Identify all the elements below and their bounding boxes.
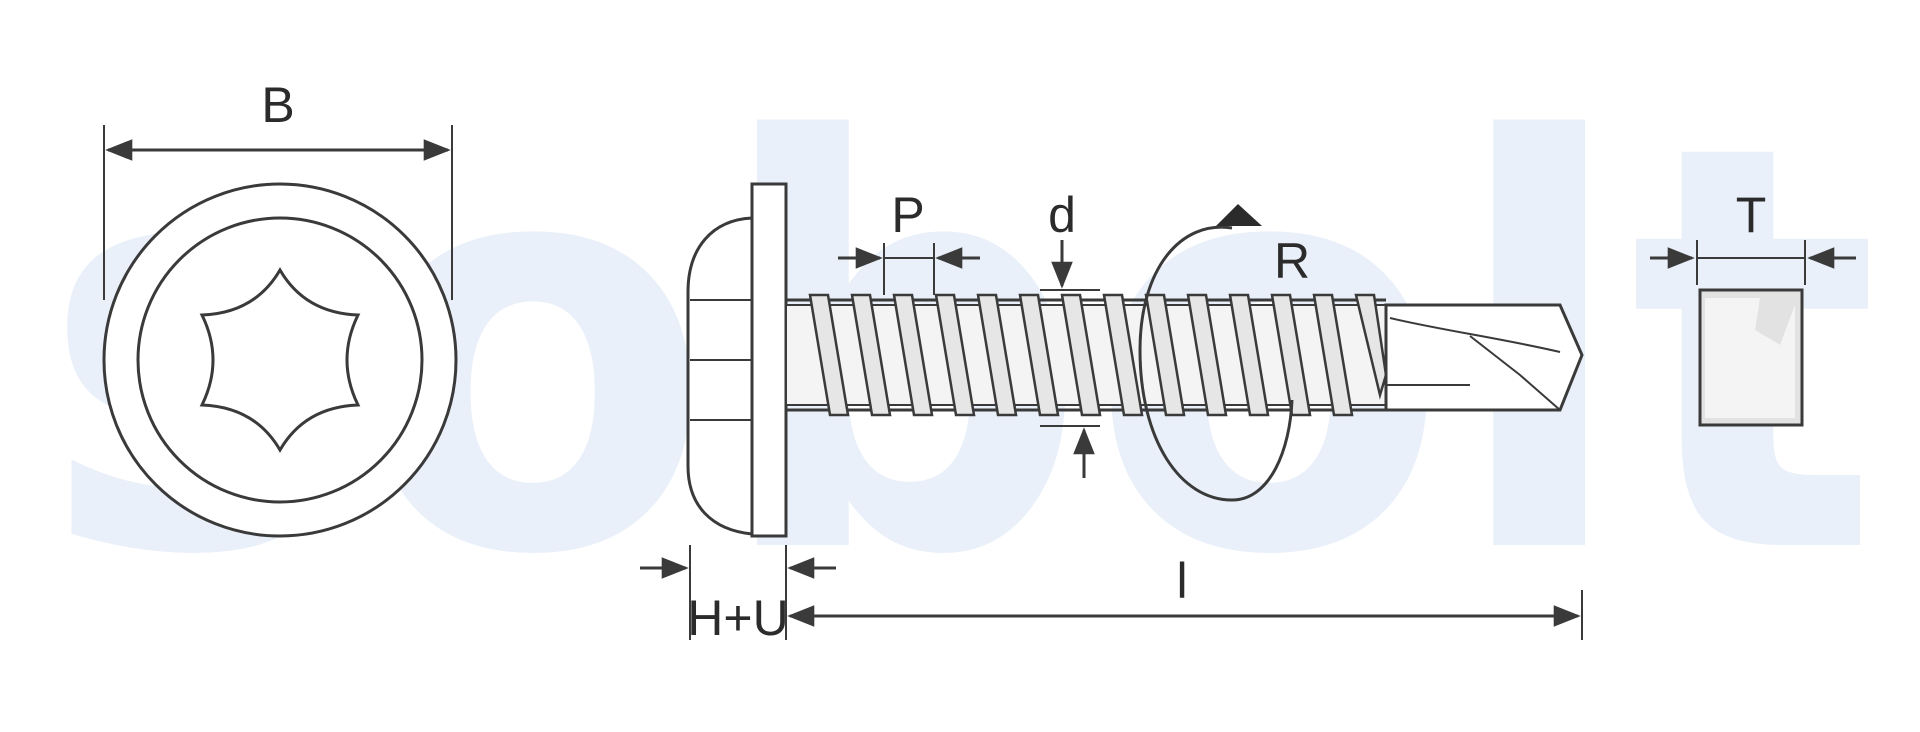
rotation-arrow-icon xyxy=(1216,204,1262,226)
label-r: R xyxy=(1274,233,1310,289)
pitch-dimension: P xyxy=(838,187,980,295)
length-dimension: l xyxy=(787,553,1583,640)
torx-recess-icon xyxy=(199,267,361,453)
rotation-indicator: R xyxy=(1138,204,1310,502)
label-d: d xyxy=(1048,187,1076,243)
thread-crests xyxy=(808,293,1388,417)
head-top-view: B xyxy=(102,77,458,538)
head-height-dimension: H+U xyxy=(640,545,836,646)
label-t: T xyxy=(1736,187,1767,243)
screw-side-view xyxy=(686,182,1584,538)
thread-diameter-dimension: d xyxy=(1040,187,1100,478)
label-b: B xyxy=(261,77,294,133)
drill-thickness-view: T xyxy=(1650,187,1856,427)
label-h-plus-u: H+U xyxy=(687,590,788,646)
label-p: P xyxy=(891,187,924,243)
label-l: l xyxy=(1176,553,1187,609)
